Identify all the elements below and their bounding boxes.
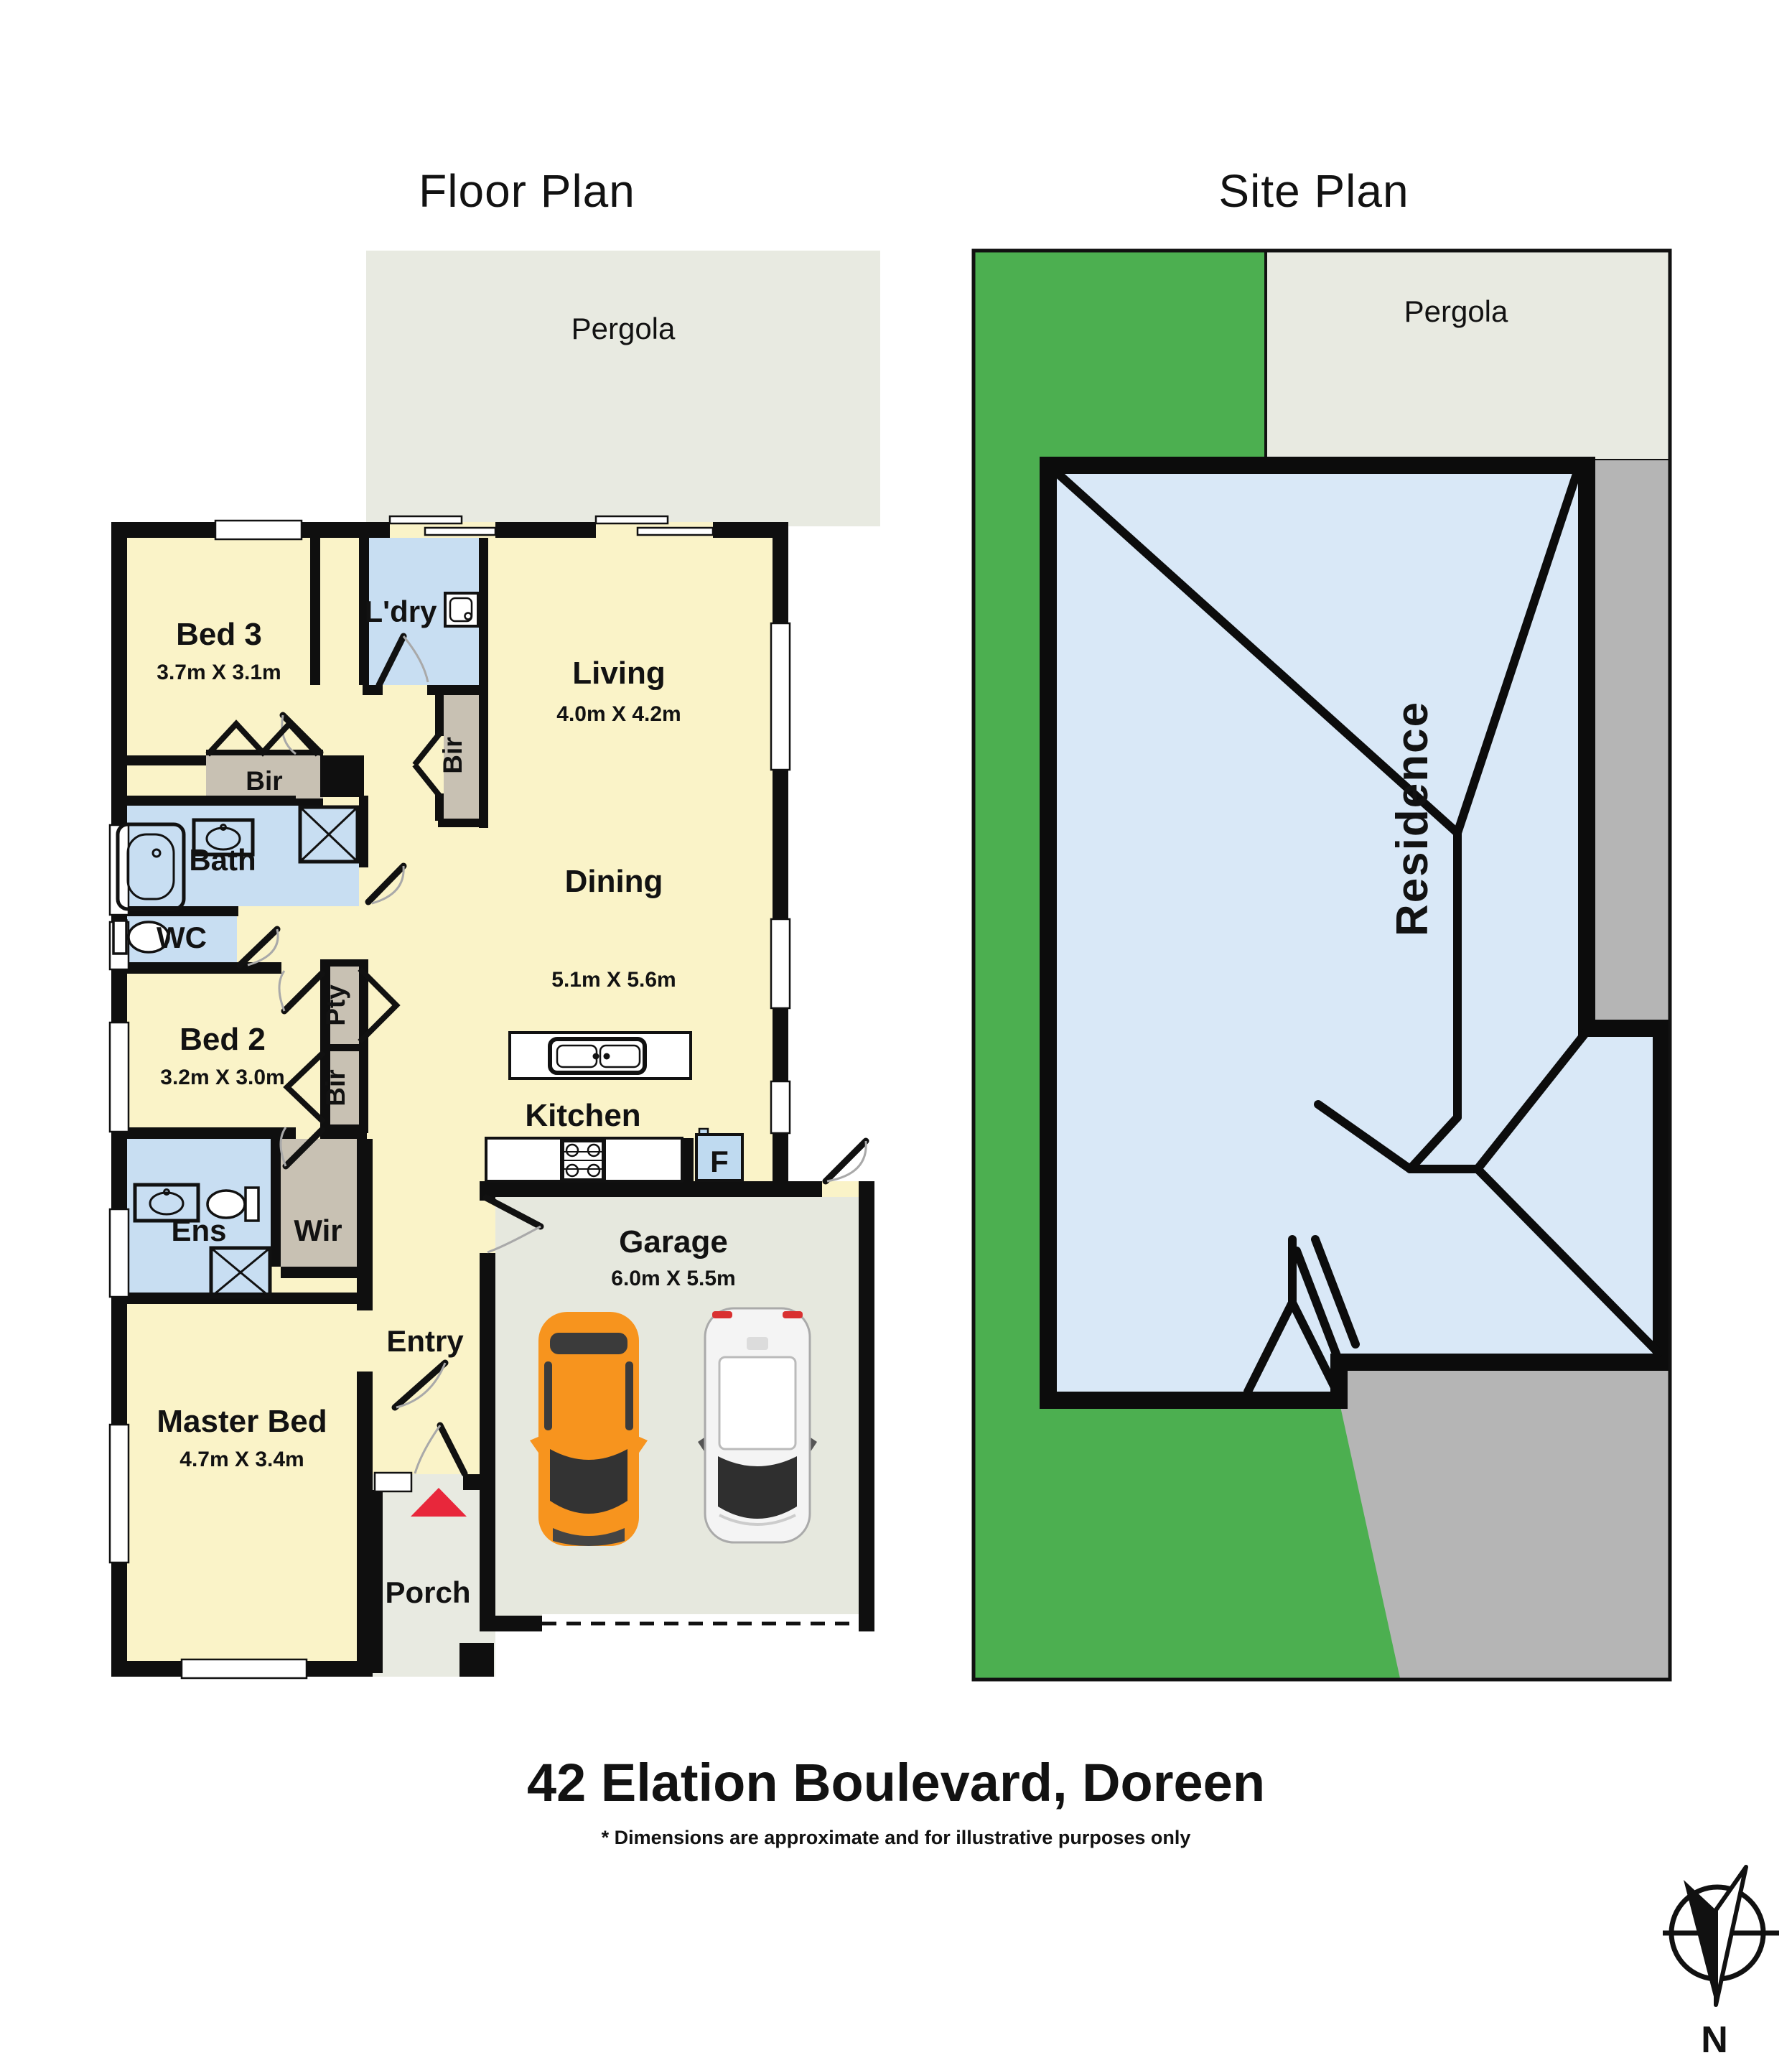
car-orange — [530, 1312, 648, 1546]
wir-label: Wir — [294, 1214, 342, 1247]
floorplan-pergola-label: Pergola — [571, 312, 676, 345]
ens-label: Ens — [171, 1214, 226, 1247]
wc-label: WC — [157, 921, 207, 954]
bir-bed3-label: Bir — [246, 766, 282, 796]
compass-icon: N — [1663, 1865, 1779, 2061]
dining-label: Dining — [565, 864, 663, 899]
car-white — [698, 1307, 817, 1544]
fridge-icon — [695, 1133, 744, 1182]
porch-label: Porch — [385, 1575, 470, 1609]
kitchen-label: Kitchen — [525, 1098, 640, 1133]
bath-label: Bath — [189, 843, 256, 877]
site-side-path — [1587, 460, 1670, 1035]
residence-label: Residence — [1388, 701, 1437, 936]
site-plan-title: Site Plan — [1218, 165, 1409, 217]
site-driveway — [1339, 1362, 1670, 1678]
garage-label: Garage — [619, 1224, 728, 1259]
windows — [108, 519, 791, 1680]
site-residence-roof — [1040, 457, 1670, 1409]
bir-bed2-label: Bir — [321, 1069, 350, 1106]
closet-bir-hall — [444, 693, 479, 819]
floor-plan-labels: Bed 3 3.7m X 3.1m L'dry Living 4.0m X 4.… — [157, 595, 736, 1609]
walls — [111, 522, 874, 1677]
sliding-doors — [388, 515, 714, 536]
site-pergola-area — [1264, 249, 1671, 462]
entry-arrow — [411, 1488, 467, 1517]
floorplan-pergola-area — [366, 251, 880, 526]
bed2-dims: 3.2m X 3.0m — [160, 1066, 284, 1089]
entry-label: Entry — [386, 1324, 464, 1358]
garage-dims: 6.0m X 5.5m — [611, 1267, 735, 1290]
closet-bir-bed2 — [330, 1051, 359, 1124]
bed2-label: Bed 2 — [179, 1022, 266, 1057]
floor-plan: Pergola — [108, 251, 880, 1680]
address-title: 42 Elation Boulevard, Doreen — [527, 1753, 1265, 1812]
living-label: Living — [572, 656, 666, 691]
closet-bir-bed3 — [206, 755, 323, 798]
bed3-dims: 3.7m X 3.1m — [157, 661, 281, 684]
master-dims: 4.7m X 3.4m — [179, 1448, 304, 1471]
roof-ridges — [1054, 470, 1663, 1396]
site-boundary — [971, 248, 1672, 1682]
compass-north-label: N — [1701, 2019, 1728, 2059]
fridge-label: F — [710, 1145, 729, 1178]
pty-label: Pty — [321, 984, 350, 1026]
fixtures — [112, 592, 744, 1299]
site-pergola-label: Pergola — [1404, 294, 1508, 328]
disclaimer-text: * Dimensions are approximate and for ill… — [602, 1827, 1191, 1848]
dining-dims: 5.1m X 5.6m — [551, 968, 676, 992]
doors — [205, 633, 869, 1477]
bir-hall-label: Bir — [438, 737, 467, 773]
master-label: Master Bed — [157, 1404, 327, 1439]
site-plan: Pergola Residence — [971, 248, 1672, 1682]
living-dims: 4.0m X 4.2m — [556, 702, 681, 726]
floor-plan-title: Floor Plan — [419, 165, 635, 217]
ldry-label: L'dry — [364, 595, 437, 628]
room-fills — [127, 538, 859, 1677]
closet-pty — [330, 967, 359, 1044]
bed3-label: Bed 3 — [176, 617, 262, 652]
